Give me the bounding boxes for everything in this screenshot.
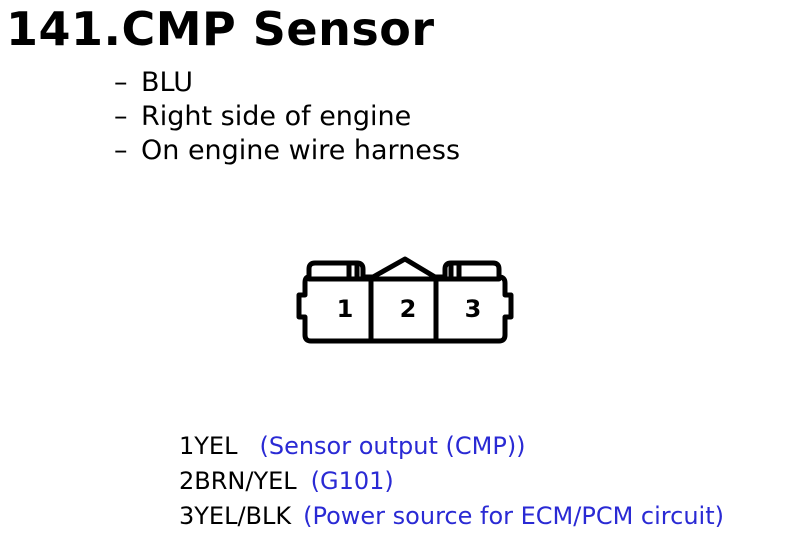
pin-description: (G101): [310, 467, 394, 495]
bullet-location: Right side of engine: [141, 101, 412, 132]
pin-label-1: 1: [337, 295, 354, 323]
list-item: –BLU: [114, 66, 460, 100]
page-title: 141.CMP Sensor: [6, 2, 435, 56]
bullet-dash: –: [114, 135, 128, 166]
pin-wire-id: 1YEL: [179, 432, 238, 460]
pin-wire-id: 2BRN/YEL: [179, 467, 297, 495]
pin-description: (Power source for ECM/PCM circuit): [303, 502, 724, 530]
bullet-dash: –: [114, 101, 128, 132]
pin-row: 3YEL/BLK (Power source for ECM/PCM circui…: [179, 499, 724, 534]
bullet-harness: On engine wire harness: [141, 135, 461, 166]
pin-row: 2BRN/YEL (G101): [179, 464, 724, 499]
pin-wire-id: 3YEL/BLK: [179, 502, 292, 530]
list-item: –On engine wire harness: [114, 134, 460, 168]
pin-label-2: 2: [400, 295, 417, 323]
bullet-color: BLU: [141, 67, 193, 98]
pin-assignment-list: 1YEL (Sensor output (CMP)) 2BRN/YEL (G101)…: [179, 429, 724, 534]
location-list: –BLU –Right side of engine –On engine wi…: [114, 66, 460, 168]
pin-description: (Sensor output (CMP)): [259, 432, 526, 460]
list-item: –Right side of engine: [114, 100, 460, 134]
pin-label-3: 3: [465, 295, 482, 323]
pin-row: 1YEL (Sensor output (CMP)): [179, 429, 724, 464]
connector-diagram: 1 2 3: [296, 256, 514, 344]
bullet-dash: –: [114, 67, 128, 98]
